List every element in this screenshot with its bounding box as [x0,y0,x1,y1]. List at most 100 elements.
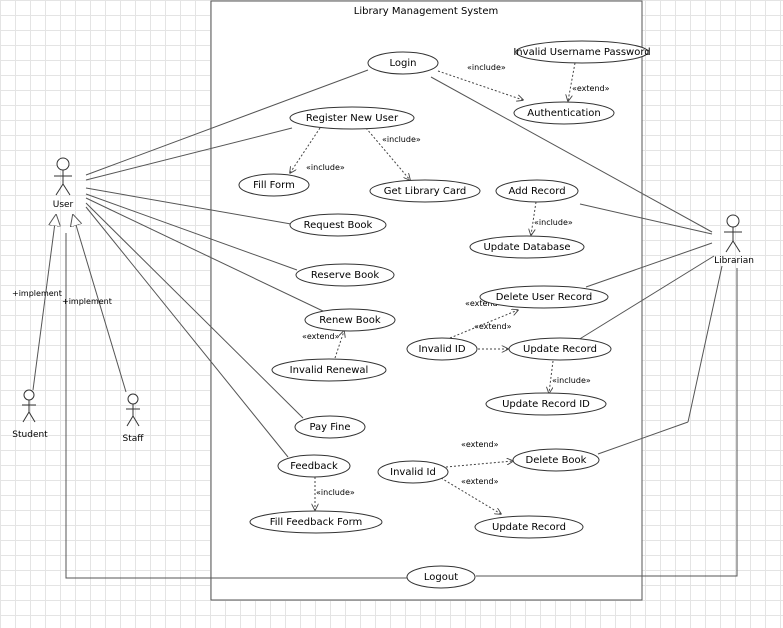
label-implement-staff: +implement [62,297,112,306]
label-implement-student: +implement [12,289,62,298]
dep-invalidid2-deletebook [445,461,513,468]
label-extend-renew: «extend» [302,332,340,341]
assoc-user-payfine [85,202,304,419]
use-case-fill-form[interactable]: Fill Form [238,173,310,197]
assoc-lib-deletebook [597,421,689,455]
use-case-label: Delete User Record [496,292,593,303]
use-case-update-record-2[interactable]: Update Record [474,515,584,539]
label-include-feedback: «include» [316,488,355,497]
label-include-login: «include» [467,63,506,72]
dep-login-auth [437,70,523,100]
use-case-label: Fill Feedback Form [270,517,363,528]
system-title: Library Management System [354,6,499,17]
label-extend-updaterecord: «extend» [474,322,512,331]
use-case-label: Update Record [492,522,566,533]
use-case-renew-book[interactable]: Renew Book [304,308,396,332]
use-case-invalid-id-2[interactable]: Invalid Id [377,460,449,484]
use-case-label: Renew Book [319,315,381,326]
associations [65,69,738,579]
use-case-add-record[interactable]: Add Record [495,179,579,203]
use-case-invalid-id[interactable]: Invalid ID [406,337,478,361]
use-case-register-new-user[interactable]: Register New User [289,106,415,130]
dep-register-getcard [365,127,410,180]
actor-student[interactable]: Student [12,389,48,440]
use-case-pay-fine[interactable]: Pay Fine [294,415,366,439]
use-case-invalid-username-password[interactable]: Invalid Username Password [513,40,651,64]
use-case-request-book[interactable]: Request Book [289,213,387,237]
dependency-labels: «include» «extend» «include» «include» «… [12,63,610,497]
dep-addrecord-updatedb [531,201,537,235]
use-case-logout[interactable]: Logout [406,565,476,589]
use-case-label: Authentication [527,108,600,119]
assoc-user-feedback [85,206,289,458]
assoc-user-request [85,187,292,225]
use-case-label: Delete Book [526,455,587,466]
use-case-label: Reserve Book [311,270,379,281]
label-include-recordid: «include» [552,376,591,385]
dep-invalidid-deleteuser [449,310,518,339]
use-case-label: Invalid Id [390,467,436,478]
assoc-lib-updaterecord [577,255,715,341]
gen-staff-user [73,215,127,393]
use-case-label: Add Record [508,186,565,197]
label-extend-deleteuser: «extend» [465,299,503,308]
gen-student-user [32,215,56,391]
assoc-user-logout [65,233,407,579]
dep-updaterecord-recordid [549,360,554,393]
use-case-label: Login [390,58,417,69]
generalizations [32,215,127,393]
assoc-user-renew [85,197,326,313]
label-include-updatedb: «include» [534,218,573,227]
use-case-feedback[interactable]: Feedback [277,454,351,478]
actor-label: Student [12,430,48,440]
label-extend-invalid: «extend» [572,84,610,93]
use-case-authentication[interactable]: Authentication [513,101,615,125]
use-case-label: Request Book [304,220,373,231]
assoc-user-reserve [85,193,298,271]
use-case-invalid-renewal[interactable]: Invalid Renewal [271,358,387,382]
actor-user[interactable]: User [53,157,74,210]
use-case-delete-user-record[interactable]: Delete User Record [479,285,609,309]
dep-invalid-auth [568,62,576,101]
use-case-label: Fill Form [253,180,295,191]
use-case-get-library-card[interactable]: Get Library Card [369,179,481,203]
use-case-label: Logout [424,572,458,583]
use-cases: Login Invalid Username Password Authenti… [238,40,651,589]
label-include-fillform: «include» [306,163,345,172]
actor-staff[interactable]: Staff [123,393,145,444]
dependencies [290,62,576,514]
use-case-fill-feedback-form[interactable]: Fill Feedback Form [249,510,383,534]
use-case-label: Invalid ID [418,344,465,355]
actor-librarian[interactable]: Librarian [714,214,754,266]
use-case-delete-book[interactable]: Delete Book [512,448,600,472]
assoc-user-login [85,69,369,176]
dep-register-fillform [290,127,321,173]
actor-label: Librarian [714,256,754,266]
use-case-update-record[interactable]: Update Record [508,337,612,361]
use-case-update-database[interactable]: Update Database [469,235,585,259]
assoc-lib-logout [476,268,738,577]
use-case-reserve-book[interactable]: Reserve Book [295,263,395,287]
assoc-lib-deletebook-2 [687,265,723,423]
label-extend-updaterecord2: «extend» [461,477,499,486]
use-case-login[interactable]: Login [367,51,439,75]
assoc-lib-addrecord [579,203,713,235]
actor-label: Staff [123,434,145,444]
use-case-label: Register New User [306,113,399,124]
label-extend-deletebook: «extend» [461,440,499,449]
assoc-lib-login [430,76,713,233]
use-case-label: Invalid Username Password [513,47,650,58]
assoc-lib-deleteuser [585,242,713,288]
use-case-label: Update Database [483,242,570,253]
use-case-label: Update Record [523,344,597,355]
dep-renewal-renew [334,331,344,359]
actor-label: User [53,200,74,210]
use-case-label: Feedback [290,461,338,472]
label-include-getcard: «include» [382,135,421,144]
assoc-user-register [85,127,293,181]
use-case-label: Invalid Renewal [290,365,369,376]
use-case-label: Pay Fine [309,422,350,433]
use-case-label: Get Library Card [384,186,467,197]
use-case-update-record-id[interactable]: Update Record ID [485,392,607,416]
